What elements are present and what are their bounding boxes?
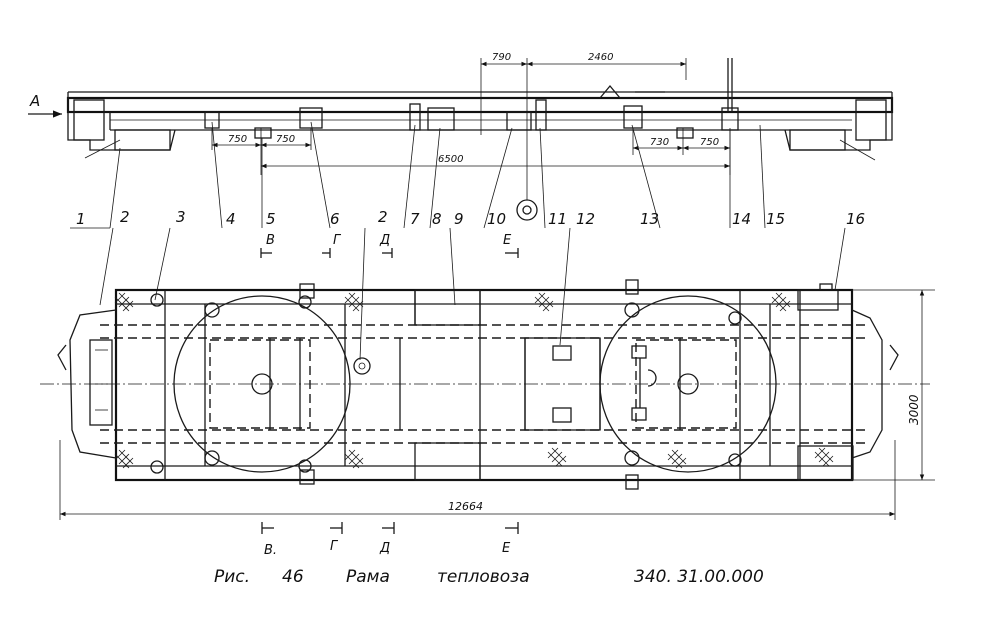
dim-3000: 3000 (907, 394, 921, 425)
callout-8: 8 (432, 210, 442, 228)
caption-fig: Рис. (214, 567, 250, 587)
dim-12664: 12664 (448, 500, 483, 513)
section-top-e: Е (503, 233, 512, 248)
side-round-fitting (516, 199, 538, 221)
callout-6: 6 (330, 210, 340, 228)
round-plate (353, 357, 371, 375)
section-top-v: В (266, 233, 275, 248)
callout-2b: 2 (378, 208, 388, 226)
dim-750-a: 750 (228, 134, 247, 145)
section-bottom-d: Д (379, 541, 390, 556)
hatched-pads (114, 292, 834, 469)
figure-caption: Рис. 46 Рама тепловоза 340. 31.00.000 (214, 567, 764, 587)
dim-750-c: 750 (700, 137, 719, 148)
front-end-buffer (69, 309, 117, 459)
left-end-housing (67, 92, 176, 151)
dim-750-b: 750 (276, 134, 295, 145)
dim-790: 790 (492, 52, 511, 63)
callout-16: 16 (846, 210, 865, 228)
callout-14: 14 (732, 210, 751, 228)
rear-bogie-pivot-circle (599, 295, 777, 473)
callout-10: 10 (487, 210, 506, 228)
callout-13: 13 (640, 210, 659, 228)
caption-title: Рама (346, 567, 390, 587)
callout-12: 12 (576, 210, 595, 228)
dim-2460: 2460 (588, 52, 613, 63)
bracket-12-upper (552, 345, 572, 361)
section-marks-top: В Г Д Е (260, 233, 519, 258)
callout-2: 2 (120, 208, 130, 226)
callout-1: 1 (76, 210, 86, 228)
right-end-housing (784, 92, 893, 151)
section-bottom-v: В. (264, 543, 277, 558)
callout-11: 11 (548, 210, 567, 228)
callout-9: 9 (454, 210, 464, 228)
section-top-g: Г (333, 233, 342, 248)
section-bottom-g: Г (330, 539, 339, 554)
plan-outer-frame (114, 288, 854, 482)
front-bogie-pivot-circle (173, 295, 351, 473)
side-main-beam (66, 96, 894, 114)
caption-number: 46 (282, 567, 304, 587)
section-marks-bottom: В. Г Д Е (261, 522, 519, 558)
section-bottom-e: Е (502, 541, 511, 556)
bracket-12-lower (552, 407, 572, 423)
rear-end-buffer (851, 309, 883, 459)
dim-730: 730 (650, 137, 669, 148)
callout-leaders (70, 121, 846, 361)
callout-7: 7 (410, 210, 420, 228)
caption-subtitle: тепловоза (437, 567, 530, 587)
side-view: 790 2460 750 750 6500 730 750 (28, 52, 894, 221)
callout-numbers: 1 2 3 4 5 6 2 7 8 9 10 11 12 13 14 15 16 (76, 208, 865, 228)
callout-5: 5 (266, 210, 276, 228)
callout-4: 4 (226, 210, 236, 228)
dim-6500: 6500 (438, 154, 463, 165)
plan-view: 3000 12664 (40, 279, 935, 520)
caption-code: 340. 31.00.000 (634, 567, 764, 587)
view-label: А (29, 92, 40, 110)
side-supports (150, 279, 742, 490)
section-top-d: Д (379, 233, 390, 248)
callout-3: 3 (176, 208, 186, 226)
callout-15: 15 (766, 210, 785, 228)
